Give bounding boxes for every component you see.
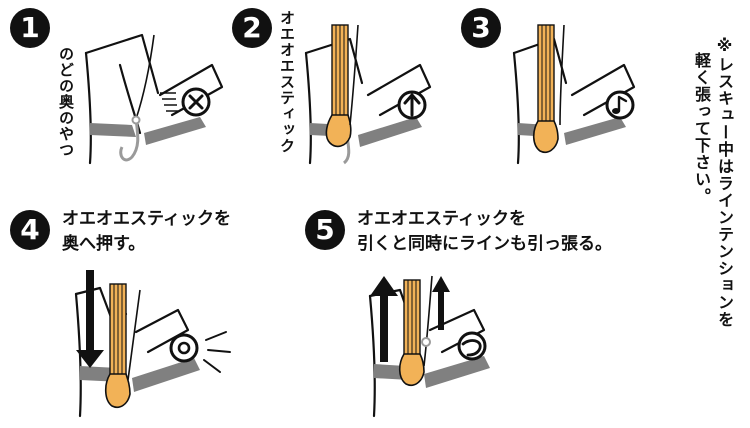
pull-arrow-line xyxy=(432,276,450,330)
oeoe-stick xyxy=(325,24,352,148)
motion-lines xyxy=(160,92,178,112)
step-3-illustration xyxy=(512,24,636,165)
step-2-illustration xyxy=(304,24,432,165)
step-5-line-1: オエオエスティックを xyxy=(357,209,526,229)
note-line-1: ※レスキュー中はラインテンションを xyxy=(715,36,734,328)
oeoe-stick xyxy=(104,283,131,409)
mouth-upper-wall xyxy=(84,33,160,95)
step-1-label: のどの奥のやつ xyxy=(57,46,75,158)
throat-tissue-right xyxy=(144,117,206,145)
note-circle-icon xyxy=(605,90,635,120)
step-1-badge: 1 xyxy=(10,8,50,48)
x-circle-icon xyxy=(181,87,211,117)
step-5-badge: 5 xyxy=(305,210,345,250)
note-line-2: 軽く張って下さい。 xyxy=(692,52,711,205)
step-2-badge: 2 xyxy=(232,8,272,48)
step-5-illustration xyxy=(368,275,490,418)
o-circle-icon xyxy=(169,333,199,363)
step-4-line-2: 奥へ押す。 xyxy=(62,234,146,254)
pull-arrow-stick xyxy=(370,276,398,362)
oeoe-stick xyxy=(532,24,559,154)
step-4-illustration xyxy=(74,270,231,418)
fishing-line xyxy=(423,275,433,367)
fishing-line xyxy=(559,24,565,126)
step-3-badge: 3 xyxy=(461,8,501,48)
step-4-line-1: オエオエスティックを xyxy=(62,209,231,229)
mouth-left-wall xyxy=(84,51,92,165)
step-4-instruction: オエオエスティックを 奥へ押す。 xyxy=(62,207,231,257)
fishing-line xyxy=(349,24,359,126)
hook-eye xyxy=(421,337,431,347)
throat-tissue-left xyxy=(90,123,136,137)
motion-lines xyxy=(203,331,231,373)
fishing-line xyxy=(135,34,155,120)
step-1-illustration xyxy=(84,33,224,165)
step-5-line-2: 引くと同時にラインも引っ張る。 xyxy=(357,234,612,254)
step-5-instruction: オエオエスティックを 引くと同時にラインも引っ張る。 xyxy=(357,207,612,257)
oeoe-stick xyxy=(398,279,425,387)
step-4-badge: 4 xyxy=(10,210,50,250)
hook-eye xyxy=(131,115,141,125)
step-2-label: オエオエスティック xyxy=(278,10,296,154)
push-arrow xyxy=(76,270,104,368)
tsu-circle-icon xyxy=(457,331,487,361)
up-arrow-circle-icon xyxy=(397,90,427,120)
fishing-line xyxy=(127,289,141,381)
hook xyxy=(119,118,140,162)
